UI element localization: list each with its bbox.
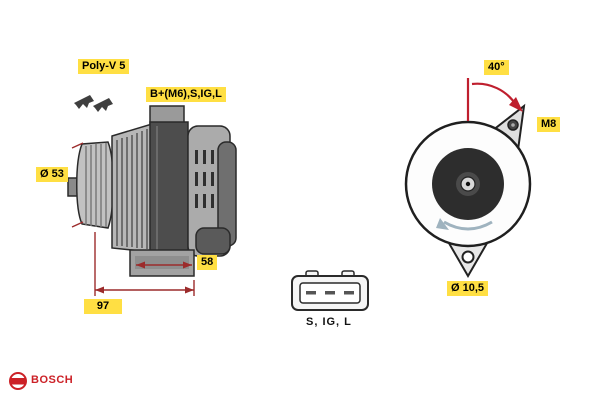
label-belt-type: Poly-V 5 [78, 59, 130, 74]
belt-profile-icon [74, 95, 113, 112]
label-terminals: B+(M6),S,IG,L [146, 87, 226, 102]
label-pulley-diameter: Ø 53 [36, 167, 68, 182]
label-hole-diameter: Ø 10,5 [447, 281, 489, 296]
swing-angle-indicator [466, 78, 523, 121]
label-connector-pins: S, IG, L [306, 316, 352, 328]
bosch-logo [9, 372, 27, 390]
dimension-lines-side [71, 142, 195, 296]
alternator-front-view [404, 78, 532, 278]
pin-s [306, 291, 316, 295]
label-dimension-97: 97 [84, 299, 122, 314]
stator-section [149, 121, 189, 261]
mounting-hole [461, 250, 475, 264]
bosch-wordmark: BOSCH [31, 374, 74, 386]
alternator-side-view [67, 105, 237, 277]
pulley [76, 141, 114, 229]
connector-plug [291, 270, 369, 311]
pin-ig [325, 291, 335, 295]
label-swing-angle: 40° [484, 60, 509, 75]
label-bolt-thread: M8 [537, 117, 561, 132]
rotation-arrow [436, 218, 493, 231]
vent-slots [195, 150, 214, 208]
pin-l [344, 291, 354, 295]
label-dimension-58: 58 [197, 255, 218, 270]
